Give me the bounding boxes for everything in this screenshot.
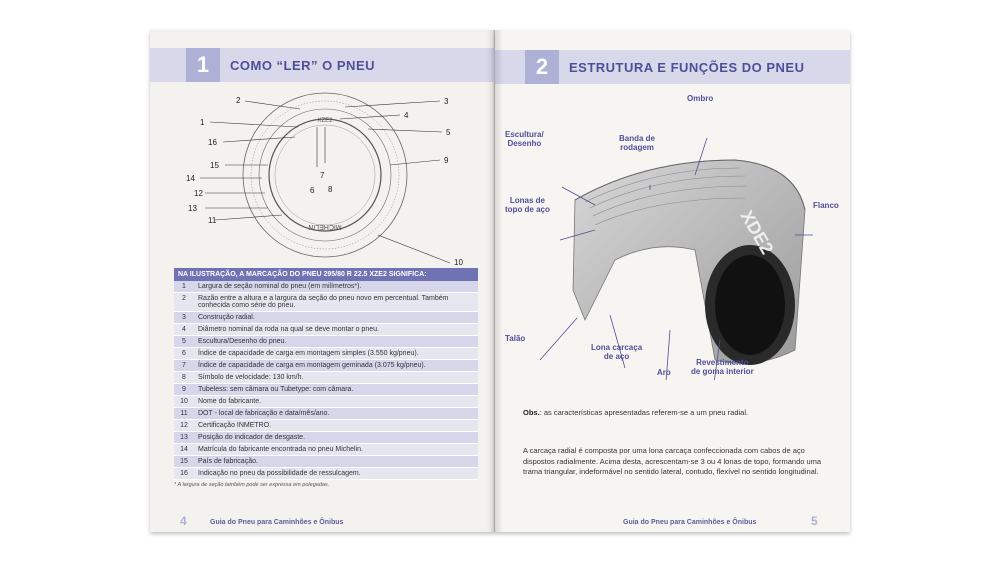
footnote: * A largura de seção também pode ser exp… [174, 482, 478, 488]
tire-marking-diagram: MICHELIN XZE2 [150, 85, 495, 265]
row-number: 13 [174, 432, 194, 443]
tire-cutaway-illustration: XDE2 [495, 90, 850, 380]
row-number: 1 [174, 281, 194, 292]
row-text: Nome do fabricante. [194, 396, 478, 407]
section-number: 2 [525, 50, 559, 84]
page-number: 4 [180, 514, 187, 528]
row-text: Construção radial. [194, 312, 478, 323]
row-text: Símbolo de velocidade: 130 km/h. [194, 372, 478, 383]
row-number: 2 [174, 293, 194, 311]
row-text: Razão entre a altura e a largura da seçã… [194, 293, 478, 311]
row-number: 12 [174, 420, 194, 431]
row-number: 5 [174, 336, 194, 347]
row-number: 4 [174, 324, 194, 335]
section-header-2: 2 ESTRUTURA E FUNÇÕES DO PNEU [525, 50, 804, 84]
right-page: 2 ESTRUTURA E FUNÇÕES DO PNEU XDE2 [495, 30, 850, 532]
book-spine [487, 30, 503, 532]
sidewall-brand: MICHELIN [308, 223, 341, 230]
left-page: 1 COMO “LER” O PNEU MICHELIN XZE2 [150, 30, 495, 532]
page-number: 5 [811, 514, 818, 528]
row-text: Certificação INMETRO. [194, 420, 478, 431]
booklet: 1 COMO “LER” O PNEU MICHELIN XZE2 [150, 30, 850, 532]
row-number: 11 [174, 408, 194, 419]
label-lona-carcaca: Lona carcaça de aço [591, 343, 642, 361]
row-text: Indicação no pneu da possibilidade de re… [194, 468, 478, 479]
row-number: 7 [174, 360, 194, 371]
row-text: DOT - local de fabricação e data/mês/ano… [194, 408, 478, 419]
sidewall-model: XZE2 [317, 118, 333, 124]
row-text: Escultura/Desenho do pneu. [194, 336, 478, 347]
row-text: Largura de seção nominal do pneu (em mil… [194, 281, 478, 292]
label-banda: Banda de rodagem [619, 134, 655, 152]
label-escultura: Escultura/ Desenho [505, 130, 544, 148]
row-number: 9 [174, 384, 194, 395]
label-lonas-topo: Lonas de topo de aço [505, 196, 550, 214]
footer: Guia do Pneu para Caminhões e Ônibus [623, 519, 756, 526]
row-text: Índice de capacidade de carga em montage… [194, 348, 478, 359]
row-text: Tubeless: sem câmara ou Tubetype: com câ… [194, 384, 478, 395]
row-number: 15 [174, 456, 194, 467]
row-number: 6 [174, 348, 194, 359]
section-number: 1 [186, 48, 220, 82]
section-title: COMO “LER” O PNEU [230, 58, 375, 73]
row-number: 3 [174, 312, 194, 323]
row-text: Diâmetro nominal da roda na qual se deve… [194, 324, 478, 335]
obs-text: : as características apresentadas refere… [540, 408, 748, 417]
label-talao: Talão [505, 334, 525, 343]
row-number: 10 [174, 396, 194, 407]
label-flanco: Flanco [813, 201, 839, 210]
row-text: País de fabricação. [194, 456, 478, 467]
row-text: Índice de capacidade de carga em montage… [194, 360, 478, 371]
row-number: 14 [174, 444, 194, 455]
table-title: NA ILUSTRAÇÃO, A MARCAÇÃO DO PNEU 295/80… [174, 268, 478, 281]
section-title: ESTRUTURA E FUNÇÕES DO PNEU [569, 60, 804, 75]
marking-table: NA ILUSTRAÇÃO, A MARCAÇÃO DO PNEU 295/80… [174, 268, 478, 488]
footer: Guia do Pneu para Caminhões e Ônibus [210, 519, 343, 526]
row-number: 16 [174, 468, 194, 479]
structure-paragraph: A carcaça radial é composta por uma lona… [523, 446, 823, 478]
row-text: Matrícula do fabricante encontrada no pn… [194, 444, 478, 455]
label-ombro: Ombro [687, 94, 713, 103]
row-text: Posição do indicador de desgaste. [194, 432, 478, 443]
label-aro: Aro [657, 368, 671, 377]
obs-note: Obs.: as características apresentadas re… [523, 408, 823, 419]
row-number: 8 [174, 372, 194, 383]
label-revestimento: Revestimento de goma interior [691, 358, 754, 376]
section-header-1: 1 COMO “LER” O PNEU [186, 48, 375, 82]
obs-label: Obs. [523, 408, 540, 417]
